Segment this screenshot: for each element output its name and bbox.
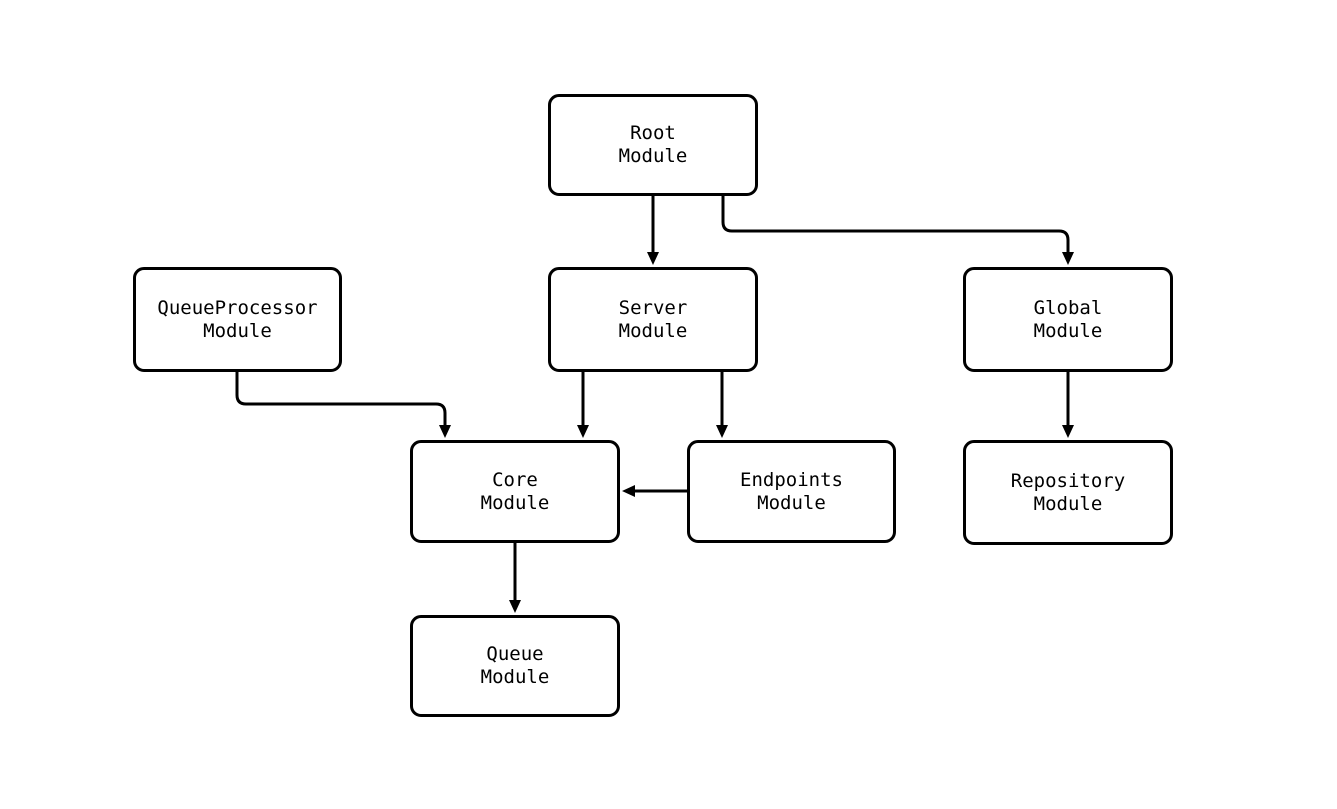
node-server-module-label-line1: Server: [618, 296, 688, 319]
node-endpoints-module[interactable]: Endpoints Module: [687, 440, 896, 543]
node-queueprocessor-module-label-line2: Module: [203, 319, 272, 342]
node-queueprocessor-module-label-line1: QueueProcessor: [157, 296, 318, 319]
node-core-module-label-line2: Module: [480, 491, 550, 514]
node-queue-module[interactable]: Queue Module: [410, 615, 620, 717]
edge-root-to-global: [721, 196, 1074, 265]
node-queue-module-label-line1: Queue: [486, 643, 544, 665]
node-queue-module-label-line2: Module: [480, 666, 550, 688]
node-global-module-label-line1: Global: [1033, 296, 1103, 319]
node-queueprocessor-module[interactable]: QueueProcessor Module: [133, 267, 342, 372]
node-global-module-label-line2: Module: [1033, 319, 1103, 342]
node-endpoints-module-label-line1: Endpoints: [740, 468, 843, 491]
node-repository-module-label-line2: Module: [1033, 492, 1103, 515]
node-server-module-label-line2: Module: [618, 319, 688, 342]
node-core-module[interactable]: Core Module: [410, 440, 620, 543]
node-server-module[interactable]: Server Module: [548, 267, 758, 372]
node-repository-module[interactable]: Repository Module: [963, 440, 1173, 545]
edge-queueprocessor-to-core: [235, 372, 451, 438]
node-root-module[interactable]: Root Module: [548, 94, 758, 196]
node-endpoints-module-label-line2: Module: [757, 491, 826, 514]
node-root-module-label-line2: Module: [618, 145, 688, 167]
node-global-module[interactable]: Global Module: [963, 267, 1173, 372]
node-repository-module-label-line1: Repository: [1010, 469, 1126, 492]
node-root-module-label-line1: Root: [630, 122, 676, 144]
node-core-module-label-line1: Core: [492, 468, 538, 491]
